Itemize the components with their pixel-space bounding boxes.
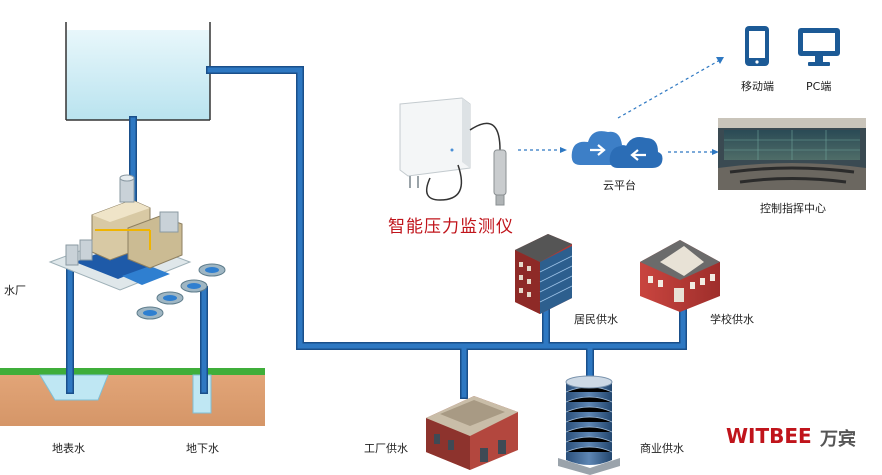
residential-supply-label: 居民供水 xyxy=(574,313,618,326)
pressure-monitor-label: 智能压力监测仪 xyxy=(388,217,514,237)
pressure-monitor-device xyxy=(399,97,507,206)
school-supply-label: 学校供水 xyxy=(710,313,754,326)
brand-logo-cn: 万宾 xyxy=(820,429,856,450)
ground xyxy=(0,368,265,426)
water-plant-label: 水厂 xyxy=(4,284,26,297)
residential-building xyxy=(515,234,573,314)
commercial-supply-label: 商业供水 xyxy=(640,442,684,455)
control-center-image xyxy=(718,118,866,190)
cloud-platform-icon xyxy=(571,131,663,168)
control-center-label: 控制指挥中心 xyxy=(760,202,826,215)
water-plant-illustration xyxy=(48,174,226,320)
cloud-platform-label: 云平台 xyxy=(603,179,636,192)
mobile-phone-icon xyxy=(745,26,769,66)
commercial-tower xyxy=(558,375,620,475)
pc-label: PC端 xyxy=(806,80,832,93)
surface-water-label: 地表水 xyxy=(52,442,85,455)
pc-monitor-icon xyxy=(798,28,840,66)
ground-water-label: 地下水 xyxy=(186,442,219,455)
data-flow-arrows xyxy=(518,59,721,153)
brand-logo-name: WITBEE xyxy=(726,424,812,448)
school-building xyxy=(640,240,720,312)
factory-building xyxy=(426,396,518,470)
arrow-heads xyxy=(560,57,724,155)
factory-supply-label: 工厂供水 xyxy=(364,442,408,455)
mobile-label: 移动端 xyxy=(741,80,774,93)
water-tank xyxy=(65,22,211,121)
